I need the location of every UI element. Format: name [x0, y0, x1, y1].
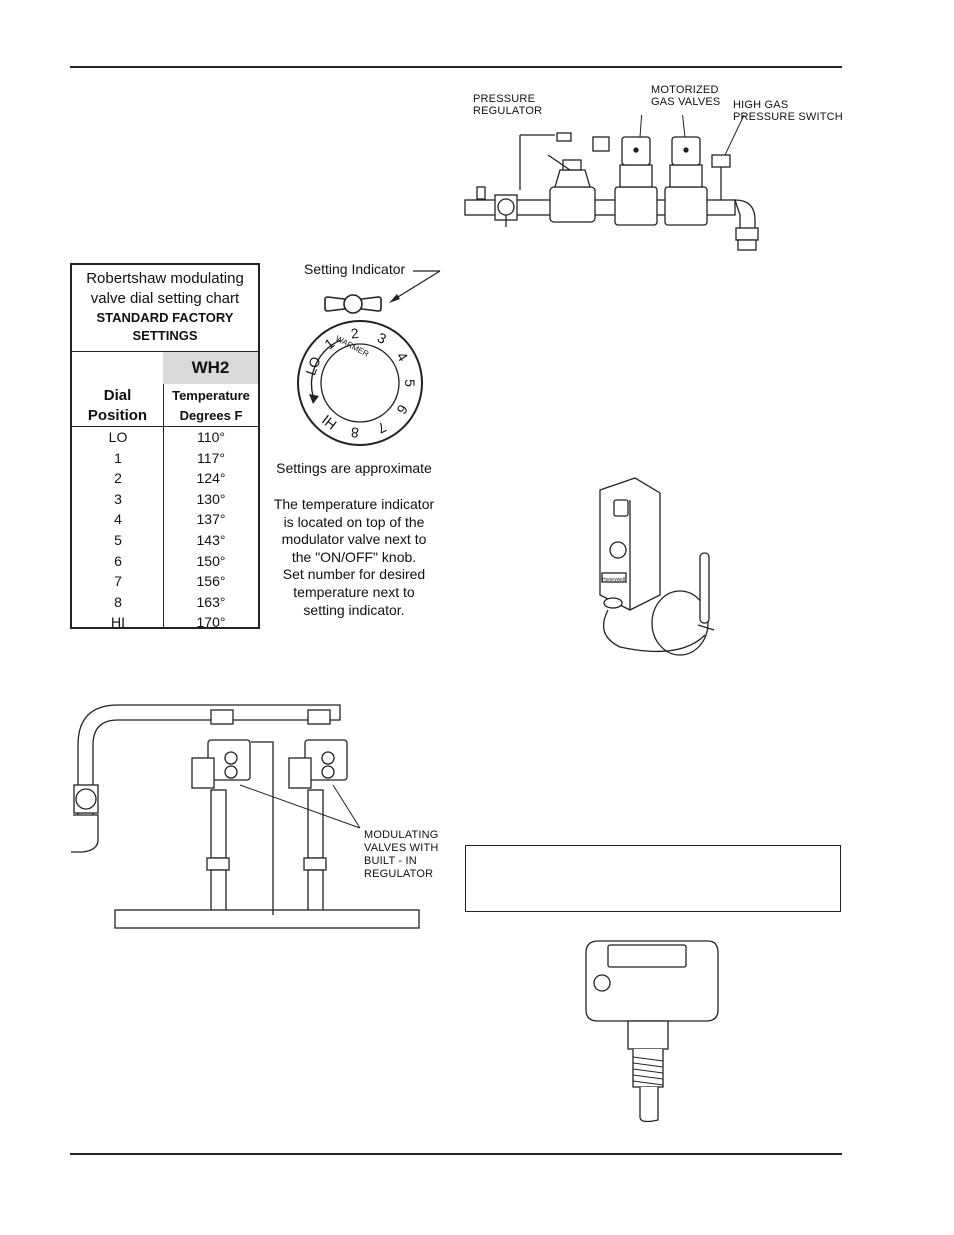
chart-column-divider	[163, 351, 164, 627]
thermostat-brand: Honeywell	[602, 577, 625, 583]
dial-position: 3	[114, 490, 122, 507]
temperature: 137°	[196, 511, 226, 528]
dial-position-lo: LO	[302, 354, 323, 377]
temperature: 150°	[196, 552, 226, 569]
pressure-regulator-label: PRESSURE REGULATOR	[473, 93, 543, 117]
table-row: 8 163°	[72, 592, 258, 613]
table-row: 6 150°	[72, 551, 258, 572]
temperature: 124°	[196, 470, 226, 487]
temperature: 117°	[197, 449, 225, 466]
temperature: 163°	[196, 593, 226, 610]
temperature: 130°	[196, 490, 226, 507]
table-row: 1 117°	[72, 448, 258, 469]
modulating-valves-diagram	[71, 704, 420, 929]
note-line: temperature next to	[293, 583, 415, 600]
dial-position: HI	[111, 614, 125, 631]
table-row: 5 143°	[72, 530, 258, 551]
gas-train-diagram	[464, 115, 759, 251]
temperature: 156°	[196, 573, 226, 590]
chart-rows: LO 110° 1 117° 2 124° 3 130° 4 137° 5 143° 6 15…	[72, 427, 258, 633]
note-line: the "ON/OFF" knob.	[291, 548, 417, 565]
dial-position-2: 2	[350, 325, 360, 342]
settings-approximate-note: Settings are approximate	[276, 460, 432, 476]
dial-position-5: 5	[402, 379, 418, 387]
dial-position: 2	[114, 470, 122, 487]
dial-position: 5	[114, 531, 122, 548]
temperature-header-line2: Degrees F	[179, 408, 243, 423]
dial-position: 6	[114, 552, 122, 569]
footer-rule	[70, 1153, 842, 1155]
table-row: 2 124°	[72, 468, 258, 489]
chart-column-headers: WH2 Dial Position Temperature Degrees F	[72, 352, 258, 427]
dial-position: LO	[108, 429, 128, 445]
dial-position: 4	[114, 511, 122, 528]
note-line: modulator valve next to	[281, 531, 427, 548]
setting-indicator-arrow	[389, 270, 441, 303]
chart-header: Robertshaw modulating valve dial setting…	[72, 265, 258, 352]
note-line: Set number for desired	[282, 566, 426, 583]
note-line: The temperature indicator	[273, 496, 435, 512]
table-row: LO 110°	[72, 427, 258, 448]
temperature: 110°	[197, 429, 225, 445]
note-line: setting indicator.	[303, 601, 405, 618]
model-header: WH2	[163, 352, 258, 384]
table-row: 3 130°	[72, 489, 258, 510]
modulating-valves-label: MODULATING VALVES WITH BUILT - IN REGULA…	[364, 829, 439, 880]
table-row: HI 170°	[72, 612, 258, 633]
temperature-header-line1: Temperature	[172, 388, 250, 403]
dial-position-header-line1: Dial	[103, 387, 132, 404]
chart-subtitle-line2: SETTINGS	[132, 328, 198, 343]
setting-indicator-label: Setting Indicator	[304, 261, 406, 277]
dial-position-header: Dial Position	[72, 386, 163, 426]
note-line: is located on top of the	[283, 513, 425, 530]
temperature: 143°	[196, 531, 226, 548]
motorized-gas-valves-label: MOTORIZED GAS VALVES	[651, 84, 721, 108]
chart-subtitle-line1: STANDARD FACTORY	[96, 310, 234, 325]
empty-note-box	[465, 845, 841, 912]
high-gas-pressure-switch-label: HIGH GAS PRESSURE SWITCH	[733, 99, 843, 123]
table-row: 7 156°	[72, 571, 258, 592]
dial-position-header-line2: Position	[87, 407, 148, 424]
dial-position: 8	[114, 593, 122, 610]
immersion-sensor-illustration	[585, 940, 719, 1123]
dial-setting-chart: Robertshaw modulating valve dial setting…	[70, 263, 260, 630]
temperature: 170°	[196, 614, 226, 631]
table-row: 4 137°	[72, 509, 258, 530]
chart-title-line2: valve dial setting chart	[90, 290, 240, 307]
dial-position: 7	[114, 573, 122, 590]
chart-title-line1: Robertshaw modulating	[86, 270, 244, 287]
setting-indicator-icon	[324, 294, 382, 314]
thermostat-control-illustration: Honeywell	[599, 477, 715, 656]
dial-position-8: 8	[350, 424, 360, 441]
temperature-indicator-note: The temperature indicator is located on …	[266, 496, 442, 619]
temperature-header: Temperature Degrees F	[164, 386, 258, 426]
dial-position: 1	[114, 449, 122, 466]
header-rule	[70, 66, 842, 68]
